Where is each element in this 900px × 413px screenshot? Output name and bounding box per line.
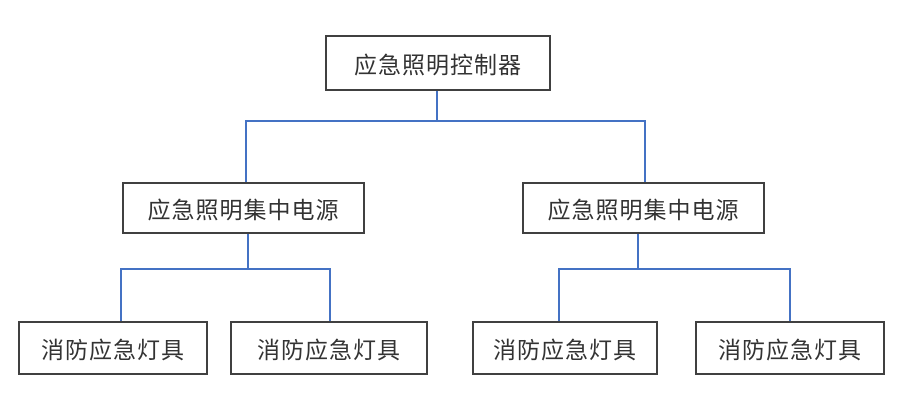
connector-drop-to-power-left: [245, 120, 247, 182]
node-emergency-lighting-controller: 应急照明控制器: [325, 35, 551, 91]
node-centralized-power-supply-right: 应急照明集中电源: [522, 182, 765, 234]
node-fire-emergency-lamp-3: 消防应急灯具: [472, 321, 658, 375]
node-centralized-power-supply-left: 应急照明集中电源: [122, 182, 365, 234]
node-fire-emergency-lamp-1: 消防应急灯具: [18, 321, 208, 375]
connector-left-horizontal: [120, 268, 331, 270]
connector-root-stem: [436, 91, 438, 122]
connector-drop-to-power-right: [644, 120, 646, 182]
connector-drop-to-lamp-1: [120, 268, 122, 321]
connector-top-horizontal: [245, 120, 646, 122]
connector-power-left-stem: [247, 234, 249, 269]
connector-drop-to-lamp-4: [789, 268, 791, 321]
connector-right-horizontal: [558, 268, 791, 270]
connector-drop-to-lamp-2: [329, 268, 331, 321]
connector-drop-to-lamp-3: [558, 268, 560, 321]
node-fire-emergency-lamp-4: 消防应急灯具: [695, 321, 885, 375]
connector-power-right-stem: [637, 234, 639, 269]
node-fire-emergency-lamp-2: 消防应急灯具: [230, 321, 428, 375]
